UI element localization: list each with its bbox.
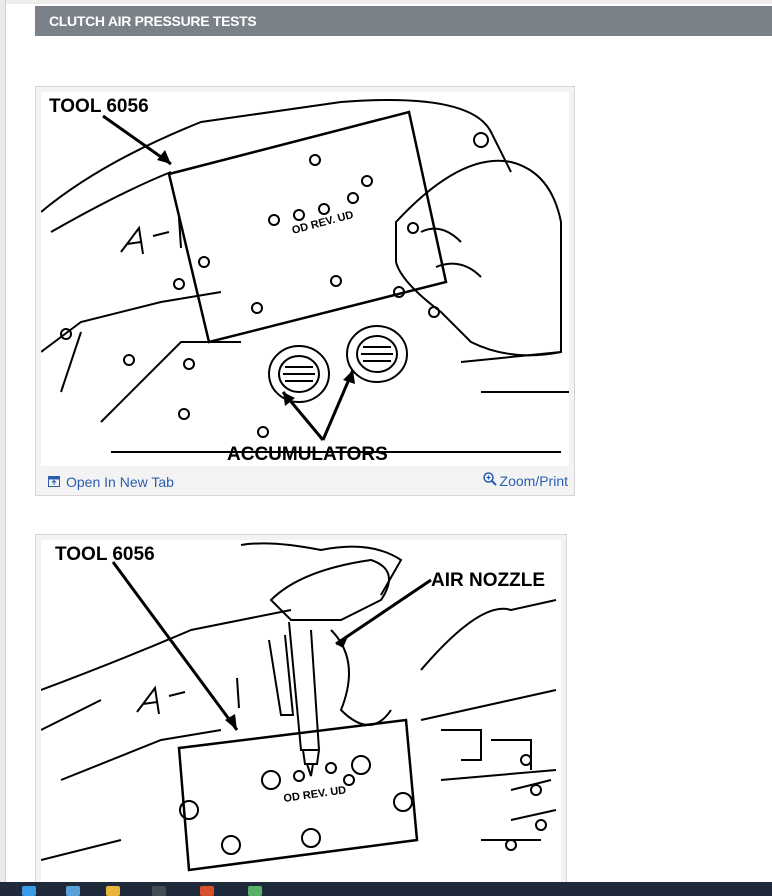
zoom-print-label: Zoom/Print [499,472,568,489]
figure-1-image: TOOL 6056 OD REV. UD ACCUMULATORS [41,92,569,466]
open-in-new-tab-link[interactable]: Open In New Tab [48,474,174,490]
taskbar-app-icon[interactable] [22,886,36,896]
figure-2-image: TOOL 6056 AIR NOZZLE OD REV. UD [41,540,561,885]
figure-1-tool-label: TOOL 6056 [49,96,149,117]
figure-2: TOOL 6056 AIR NOZZLE OD REV. UD [35,534,567,886]
top-strip [0,0,772,4]
taskbar-app-icon[interactable] [106,886,120,896]
figure-1-accumulators-label: ACCUMULATORS [227,444,388,465]
taskbar-app-icon[interactable] [152,886,166,896]
figure-1-footer: Open In New Tab Zoom/Print [36,469,574,493]
figure-2-tool-label: TOOL 6056 [55,544,155,565]
section-header: CLUTCH AIR PRESSURE TESTS [35,6,772,36]
taskbar-app-icon[interactable] [248,886,262,896]
section-title: CLUTCH AIR PRESSURE TESTS [49,13,257,29]
os-taskbar [0,882,772,896]
figure-1-drawing: TOOL 6056 OD REV. UD ACCUMULATORS [41,96,569,465]
figure-1: TOOL 6056 OD REV. UD ACCUMULATORS Open I… [35,86,575,496]
taskbar-app-icon[interactable] [200,886,214,896]
figure-2-plate-text: OD REV. UD [283,784,347,805]
zoom-icon [482,472,497,489]
open-new-tab-icon [48,474,60,490]
left-scroll-rail [0,0,6,896]
figure-2-drawing: TOOL 6056 AIR NOZZLE OD REV. UD [41,542,557,872]
figure-2-air-nozzle-label: AIR NOZZLE [431,570,545,591]
taskbar-app-icon[interactable] [66,886,80,896]
zoom-print-link[interactable]: Zoom/Print [482,472,568,489]
open-in-new-tab-label: Open In New Tab [66,474,174,490]
